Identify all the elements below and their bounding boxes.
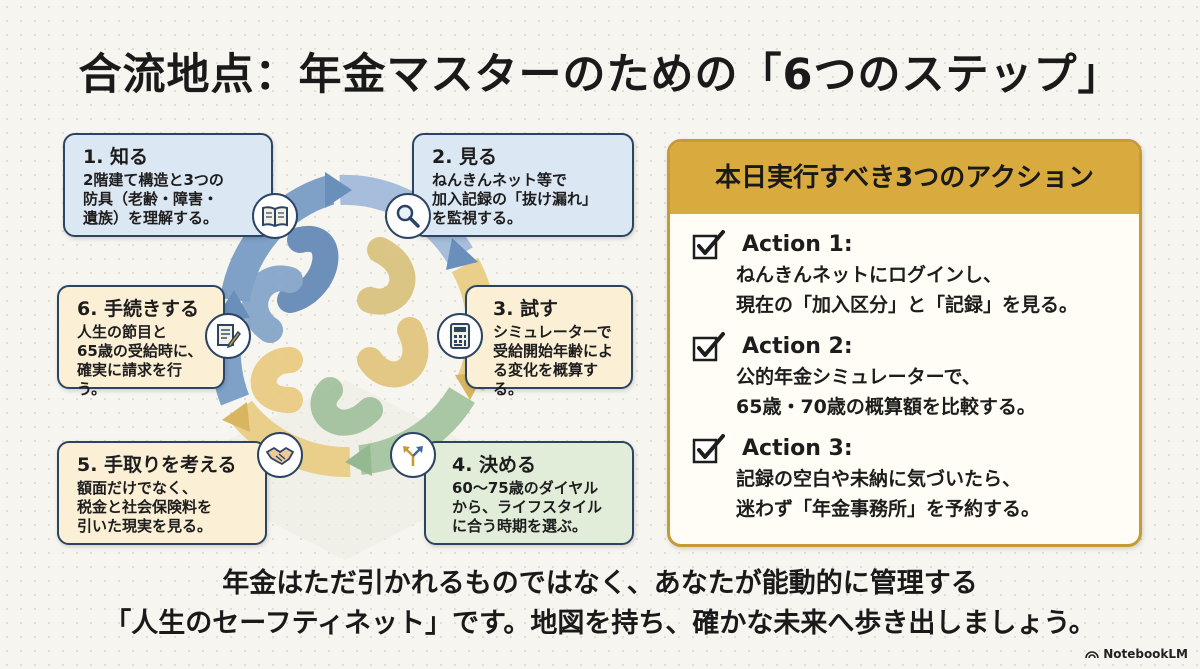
step-title: 2. 見る [432, 146, 498, 168]
document-pen-icon [205, 313, 251, 359]
step-title: 6. 手続きする [77, 298, 200, 320]
action-title: Action 3: [742, 436, 853, 461]
step-description: 額面だけでなく、 税金と社会保険料を 引いた現実を見る。 [77, 479, 213, 535]
step-title: 5. 手取りを考える [77, 454, 237, 476]
checkbox-checked-icon [692, 332, 725, 362]
split-arrows-icon [390, 432, 436, 478]
step-description: 60〜75歳のダイヤル から、ライフスタイル に合う時期を選ぶ。 [452, 479, 603, 535]
step-description: 2階建て構造と3つの 防具（老齢・障害・ 遺族）を理解する。 [83, 171, 224, 227]
step-2-see: 2. 見る ねんきんネット等で 加入記録の「抜け漏れ」 を監視する。 [412, 133, 634, 237]
step-description: シミュレーターで 受給開始年齢によ る変化を概算する。 [493, 323, 614, 398]
notebooklm-logo-icon [1085, 651, 1099, 659]
magnifier-icon [385, 193, 431, 239]
action-text: 公的年金シミュレーターで、 65歳・70歳の概算額を比較する。 [736, 366, 1036, 418]
book-icon [252, 193, 298, 239]
action-title: Action 1: [742, 232, 853, 257]
step-description: ねんきんネット等で 加入記録の「抜け漏れ」 を監視する。 [432, 171, 598, 227]
closing-message: 年金はただ引かれるものではなく、あなたが能動的に管理する 「人生のセーフティネッ… [104, 568, 1096, 639]
action-text: 記録の空白や未納に気づいたら、 迷わず「年金事務所」を予約する。 [736, 468, 1041, 520]
handshake-icon [257, 432, 303, 478]
page-title: 合流地点：年金マスターのための「6つのステップ」 [78, 50, 1122, 100]
step-1-know: 1. 知る 2階建て構造と3つの 防具（老齢・障害・ 遺族）を理解する。 [63, 133, 273, 237]
action-title: Action 2: [742, 334, 853, 359]
checkbox-checked-icon [692, 434, 725, 464]
step-description: 人生の節目と 65歳の受給時に、 確実に請求を行う。 [77, 323, 203, 398]
step-title: 4. 決める [452, 454, 537, 476]
step-3-try: 3. 試す シミュレーターで 受給開始年齢によ る変化を概算する。 [465, 285, 633, 398]
action-panel: 本日実行すべき3つのアクション Action 1: ねんきんネットにログインし、… [667, 139, 1142, 547]
checkbox-checked-icon [692, 230, 725, 260]
action-panel-header: 本日実行すべき3つのアクション [670, 142, 1139, 214]
action-text: ねんきんネットにログインし、 現在の「加入区分」と「記録」を見る。 [736, 264, 1079, 316]
step-title: 3. 試す [493, 298, 559, 320]
brand-logo: NotebookLM [1085, 647, 1188, 661]
calculator-icon [437, 313, 483, 359]
brand-name: NotebookLM [1103, 647, 1188, 661]
step-6-procedure: 6. 手続きする 人生の節目と 65歳の受給時に、 確実に請求を行う。 [57, 285, 225, 398]
step-4-decide: 4. 決める 60〜75歳のダイヤル から、ライフスタイル に合う時期を選ぶ。 [424, 441, 634, 545]
step-title: 1. 知る [83, 146, 149, 168]
step-5-net-income: 5. 手取りを考える 額面だけでなく、 税金と社会保険料を 引いた現実を見る。 [57, 441, 267, 545]
